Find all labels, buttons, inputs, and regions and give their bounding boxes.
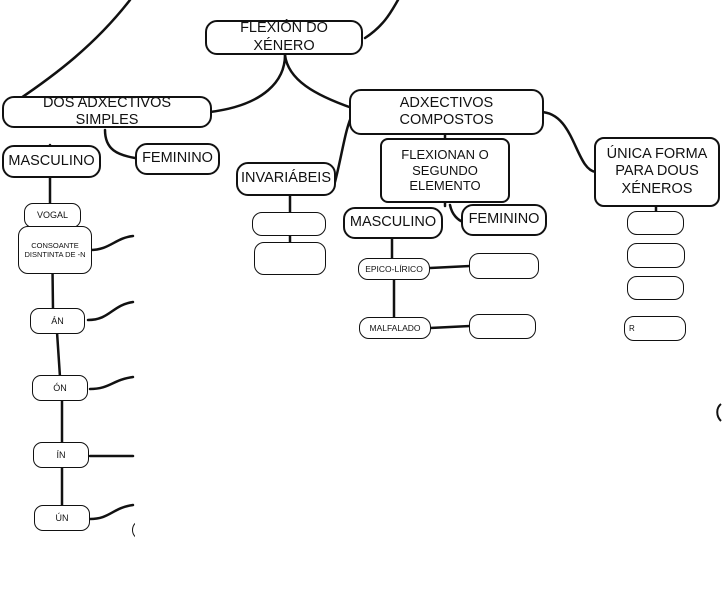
item-epico-lirico: EPICO-LÍRICO bbox=[358, 258, 430, 280]
item-on: ÓN bbox=[32, 375, 88, 401]
simple-adjectives-node: DOS ADXECTIVOS SIMPLES bbox=[2, 95, 212, 128]
simple-feminine-node: FEMININO bbox=[135, 143, 220, 175]
item-in: ÍN bbox=[33, 442, 89, 468]
invariable-node: INVARIÁBEIS bbox=[236, 162, 336, 196]
compound-feminine-node: FEMININO bbox=[461, 204, 547, 236]
item-an: ÁN bbox=[30, 308, 85, 334]
item-un: ÚN bbox=[34, 505, 90, 531]
item-vogal: VOGAL bbox=[24, 203, 81, 228]
item-consoante: CONSOANTE DISNTINTA DE -N bbox=[18, 226, 92, 274]
root-node: FLEXIÓN DO XÉNERO bbox=[205, 20, 363, 55]
item-malfalado: MALFALADO bbox=[359, 317, 431, 339]
single-form-node: ÚNICA FORMA PARA DOUS XÉNEROS bbox=[594, 137, 720, 207]
edge-fragment bbox=[716, 403, 722, 422]
simple-masculine-node: MASCULINO bbox=[2, 145, 101, 178]
compound-adjectives-node: ADXECTIVOS COMPOSTOS bbox=[349, 89, 544, 135]
compound-masculine-node: MASCULINO bbox=[343, 207, 443, 239]
flexionan-node: FLEXIONAN O SEGUNDO ELEMENTO bbox=[380, 138, 510, 203]
invariable-blank-2 bbox=[254, 242, 326, 275]
partial-letter: R bbox=[629, 324, 635, 333]
